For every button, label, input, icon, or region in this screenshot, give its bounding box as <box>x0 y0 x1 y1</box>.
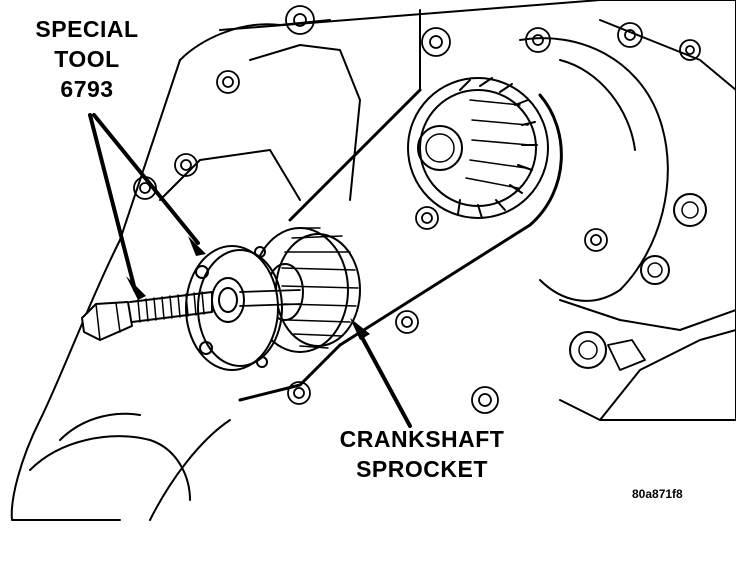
figure-id: 80a871f8 <box>632 487 683 501</box>
bolts <box>133 5 701 414</box>
timing-belt <box>238 88 563 402</box>
special-tool-label: SPECIAL TOOL 6793 <box>22 14 152 104</box>
special-tool-label-line-3: 6793 <box>60 76 114 102</box>
crankshaft-sprocket-label-line-1: CRANKSHAFT <box>339 426 505 452</box>
camshaft-sprocket <box>407 77 549 219</box>
crankshaft-sprocket-label: CRANKSHAFT SPROCKET <box>322 424 522 484</box>
water-pump-housing <box>519 37 707 369</box>
arrowheads <box>126 236 370 340</box>
forcing-screw <box>81 291 213 341</box>
engine-block <box>10 0 736 521</box>
callout-arrows <box>88 113 412 428</box>
special-tool-label-line-2: TOOL <box>54 46 120 72</box>
special-tool-puller <box>185 245 301 371</box>
special-tool-label-line-1: SPECIAL <box>35 16 139 42</box>
crankshaft-sprocket-label-line-2: SPROCKET <box>356 456 488 482</box>
